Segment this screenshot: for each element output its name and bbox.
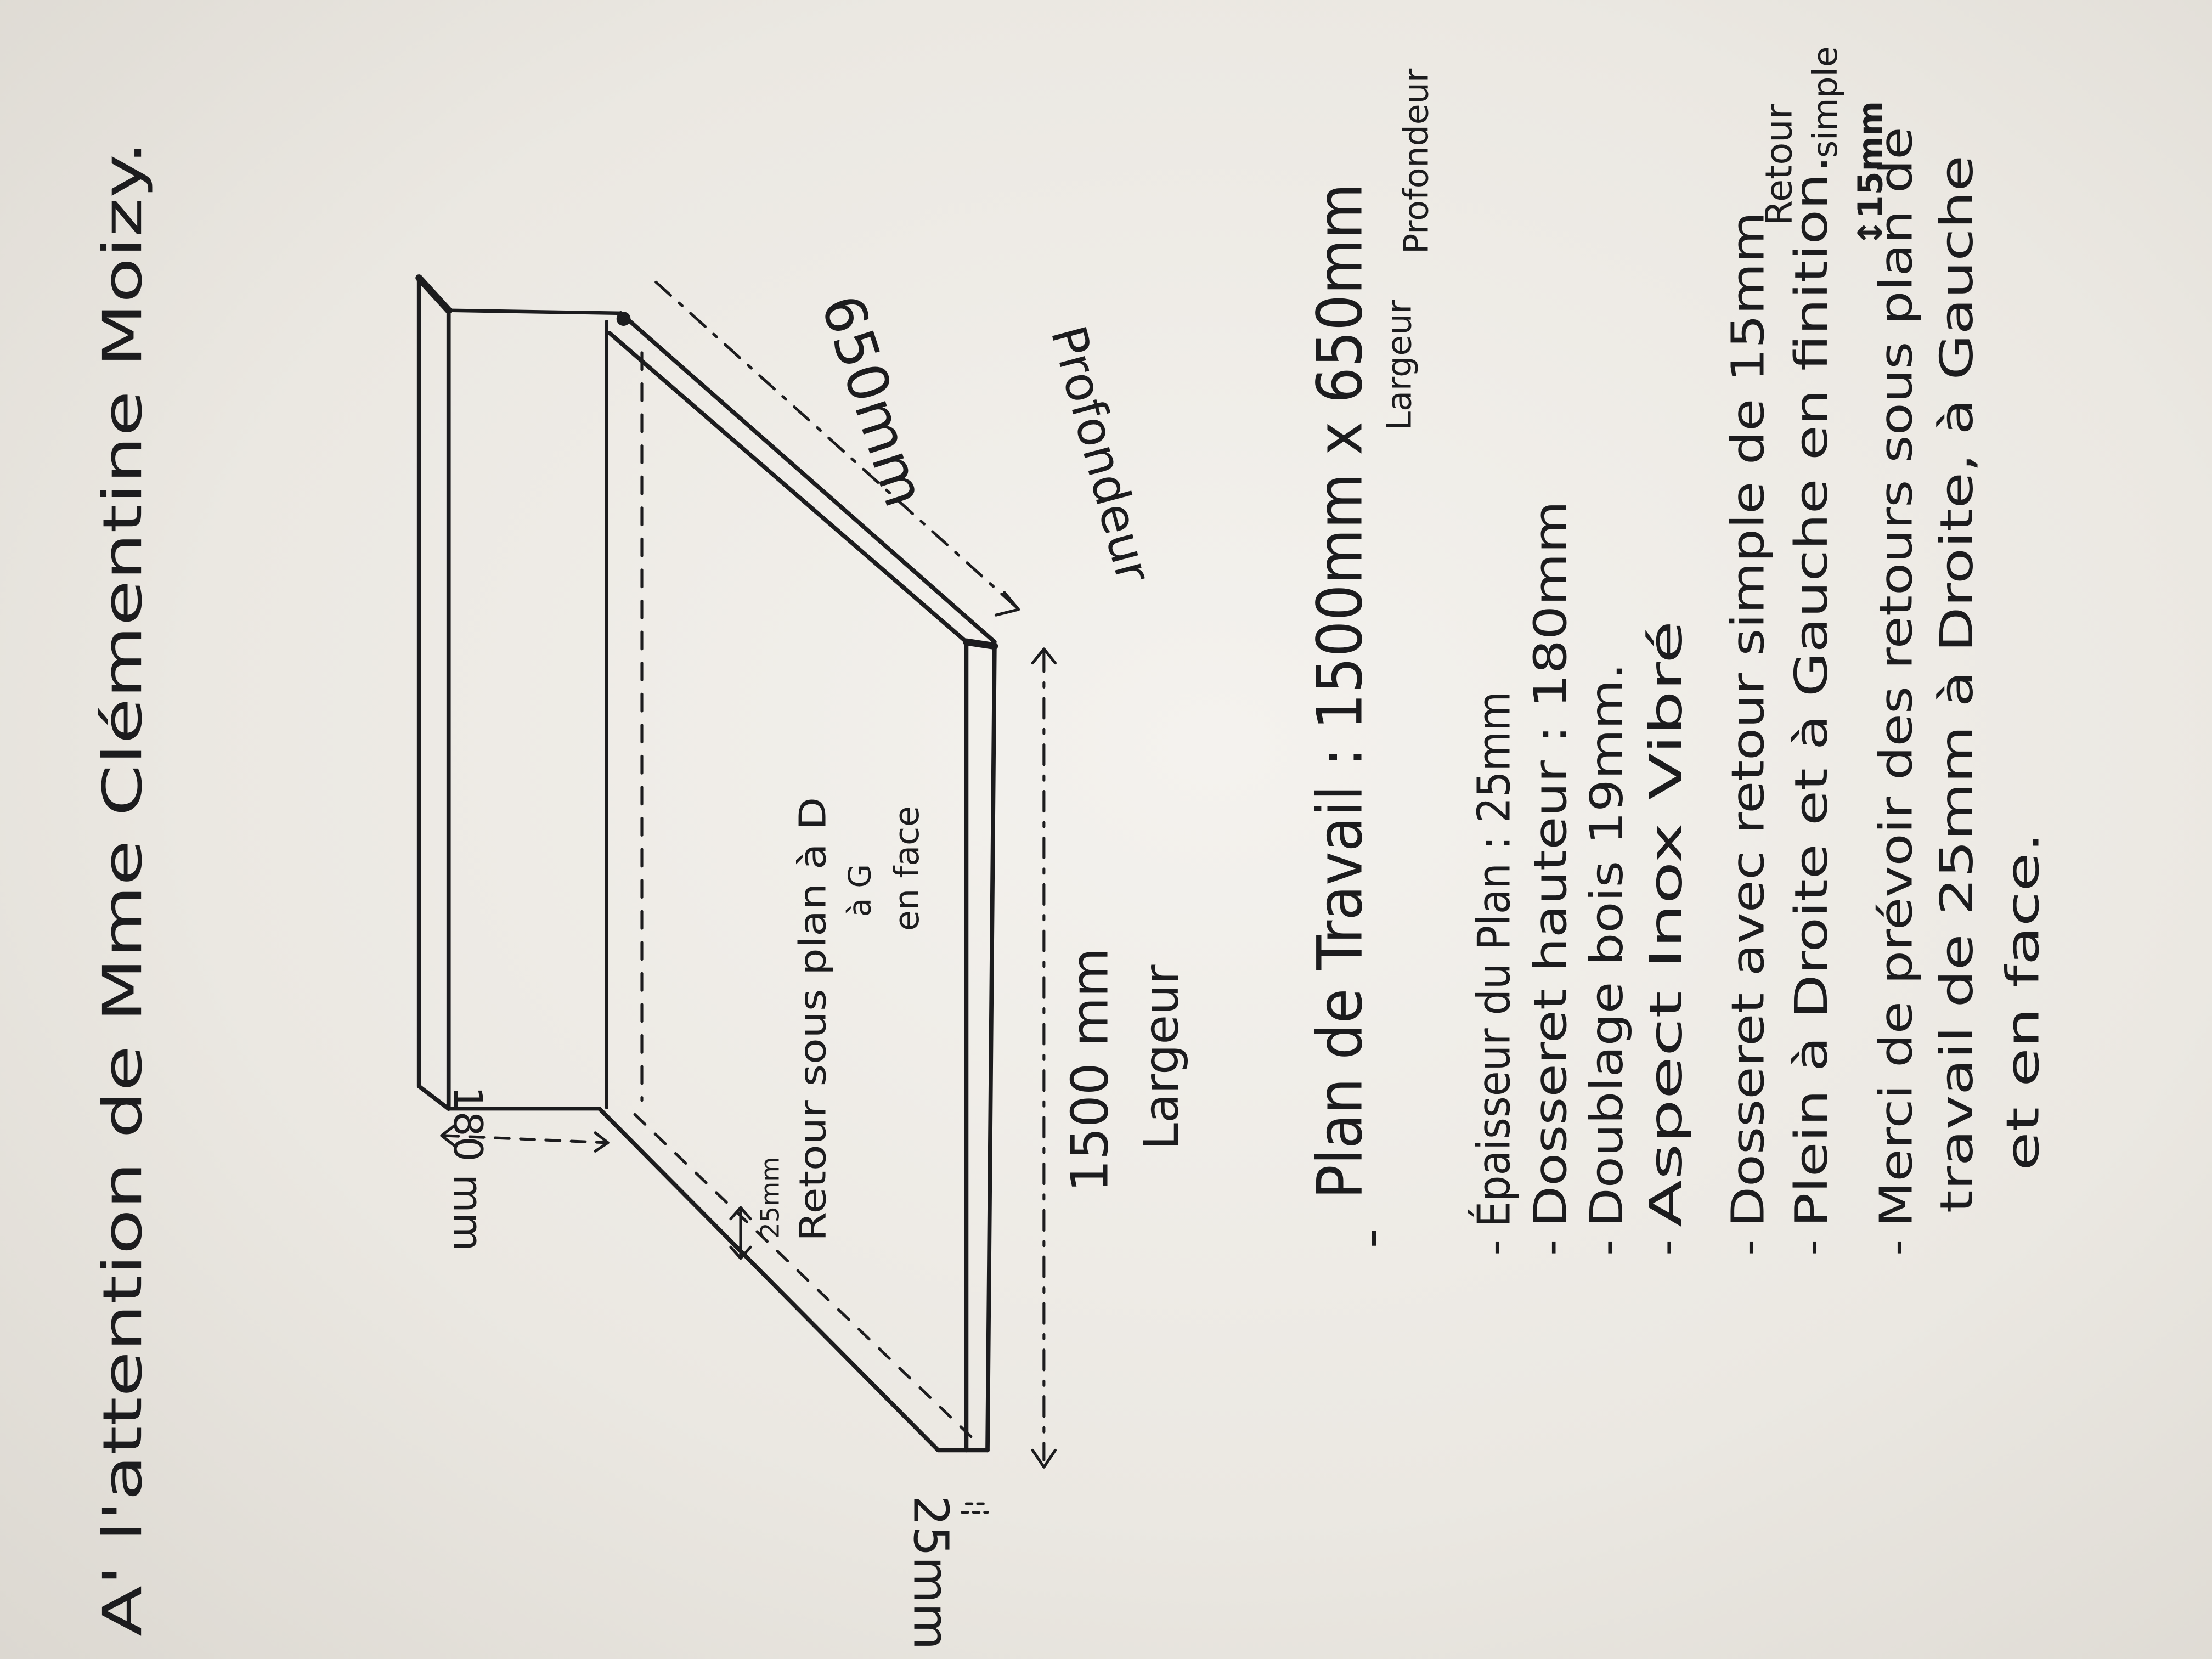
backsplash [415,274,623,1111]
backsplash-height: 180 mm [445,1086,491,1251]
spec-item: Dosseret hauteur : 180mm [1525,501,1577,1227]
spec-item: Merci de prévoir des retours sous plan d… [1870,127,1922,1227]
spec-item: Plein à Droite et à Gauche en finition. [1786,155,1838,1227]
dimension-lines [440,280,1057,1514]
specs-title: Plan de Travail : 1500mm x 650mm [1304,183,1376,1199]
specs-width-label: Largeur [1379,300,1419,431]
spec-item: Doublage bois 19mm. [1581,663,1633,1228]
width-label: Largeur [1133,964,1189,1149]
spec-item: travail de 25mm à Droite, à Gauche [1931,155,1983,1214]
depth-value: 650mm [808,287,938,515]
spec-item: Épaisseur du Plan : 25mm [1468,691,1520,1227]
retour-simple-label-2: simple [1805,46,1845,158]
retour-label-2: à G [842,864,878,917]
bullet: - [1722,1239,1774,1256]
bullet: - [1581,1239,1633,1256]
spec-item: Aspect Inox Vibré [1640,620,1692,1227]
plan-thickness: 25mm [902,1496,958,1650]
retour-simple-size: ↕15mm [1850,101,1890,247]
spec-item: et en face. [1997,832,2050,1171]
specs-depth-label: Profondeur [1396,68,1436,254]
bullet: - [1786,1239,1838,1256]
retour-simple-label-1: Retour [1758,104,1801,225]
retour-label-3: en face [887,806,927,931]
bullet: - [1468,1239,1520,1256]
retour-size: 25mm [755,1157,785,1239]
specs-list: - Plan de Travail : 1500mm x 650mm Large… [1304,68,2049,1255]
bullet: - [1870,1239,1922,1256]
countertop [597,311,998,1453]
attention-line: A' l'attention de Mme Clémentine Moizy. [92,141,154,1637]
depth-label: Profondeur [1040,320,1161,588]
bullet: - [1338,1228,1403,1249]
bullet: - [1640,1239,1692,1256]
retour-label-1: Retour sous plan à D [791,797,834,1242]
bullet: - [1525,1239,1577,1256]
spec-item: Dosseret avec retour simple de 15mm [1722,212,1774,1227]
width-value: 1500 mm [1060,948,1120,1192]
